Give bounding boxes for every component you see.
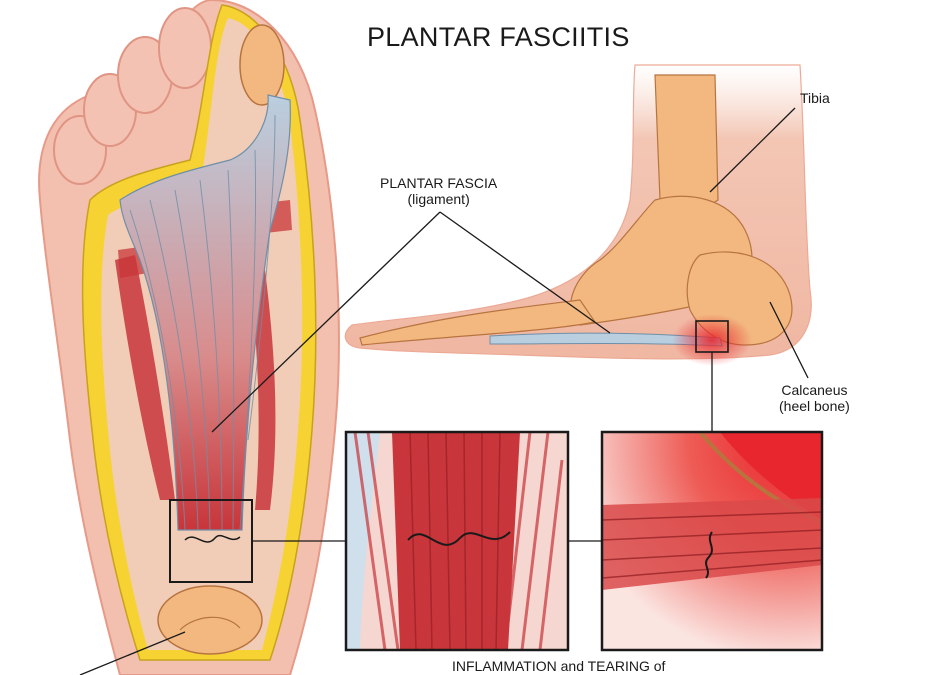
sole-heel-bone-detail	[179, 616, 241, 631]
zoom-heel-tear	[705, 531, 713, 579]
zoom-fascia-tear	[407, 531, 511, 546]
fascia-fibers	[129, 114, 276, 531]
label-calcaneus-line2: (heel bone)	[779, 398, 850, 415]
leader-heel-bone-sole	[79, 631, 186, 675]
caption-inflammation: INFLAMMATION and TEARING of	[452, 658, 666, 674]
leader-fascia-sole	[211, 211, 441, 433]
side-metatarsals	[359, 299, 597, 346]
label-calcaneus-line1: Calcaneus	[781, 382, 848, 398]
zoom-panel-heel	[600, 430, 824, 652]
diagram-title: PLANTAR FASCIITIS	[367, 22, 630, 52]
sole-muscle-lateral	[115, 255, 175, 500]
foot-sole-illustration	[38, 0, 340, 675]
sole-tear-mark	[184, 534, 241, 543]
zoom-panel-fascia	[344, 430, 570, 652]
label-plantar-fascia: PLANTAR FASCIA (ligament)	[380, 175, 497, 207]
big-toe-bone	[239, 24, 285, 106]
leader-fascia-side	[439, 211, 611, 334]
leader-calcaneus	[769, 301, 809, 379]
foot-side-illustration	[344, 64, 812, 366]
label-plantar-fascia-line1: PLANTAR FASCIA	[380, 175, 498, 191]
leader-tibia	[709, 107, 796, 193]
side-heel-inflammation	[672, 314, 752, 366]
toe-second	[158, 7, 212, 89]
sole-heel-bone	[157, 585, 263, 655]
label-tibia: Tibia	[800, 90, 830, 106]
label-plantar-fascia-line2: (ligament)	[407, 191, 470, 208]
side-tibia	[654, 74, 719, 209]
leader-lines	[79, 107, 809, 675]
label-calcaneus: Calcaneus (heel bone)	[779, 382, 850, 414]
